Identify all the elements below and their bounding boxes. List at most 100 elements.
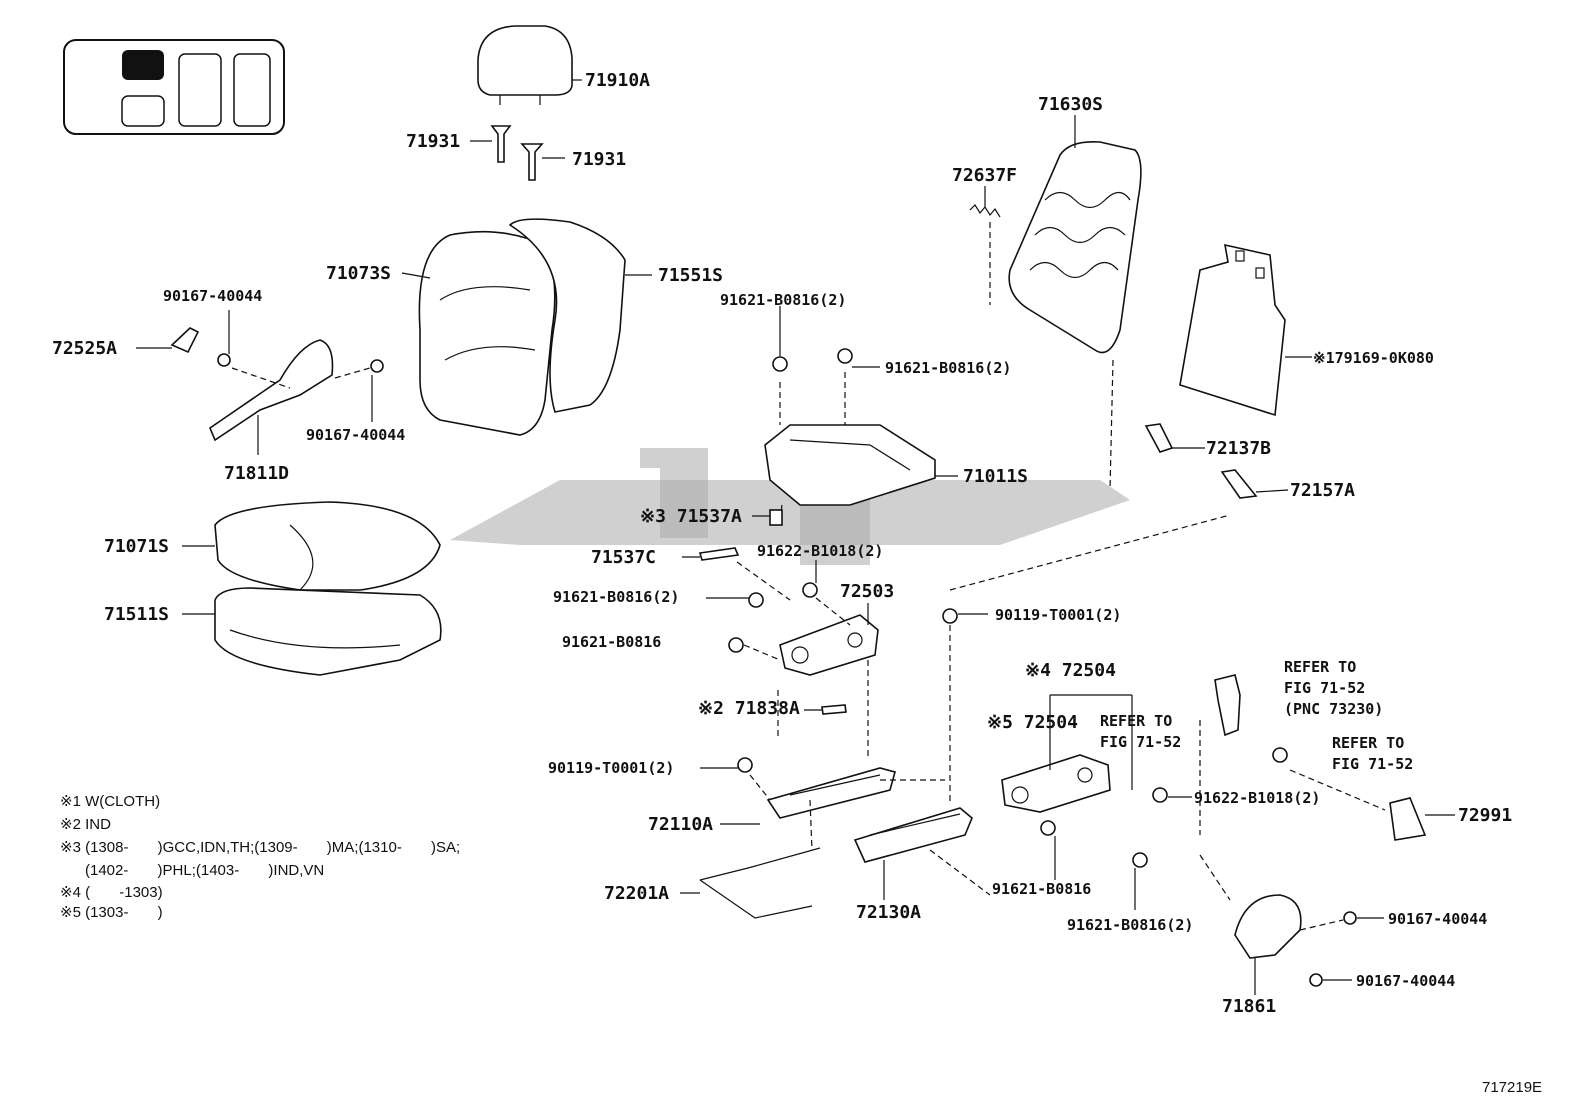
refer-note-buckle: REFER TO FIG 71-52 (PNC 73230): [1284, 658, 1383, 718]
label-90167-a: 90167-40044: [163, 287, 262, 305]
adjuster-72504: [1001, 694, 1201, 835]
label-71537C: [682, 547, 791, 601]
refer-note-anchor: REFER TO FIG 71-52: [1332, 734, 1413, 773]
seat-cushion-cover: [182, 501, 441, 591]
refer-line: FIG 71-52: [1332, 755, 1413, 773]
label-71073S: 71073S: [326, 263, 391, 284]
footnote: (1402- )PHL;(1403- )IND,VN: [60, 862, 324, 879]
label-90167-d: 90167-40044: [1356, 972, 1455, 990]
label-90167-b: 90167-40044: [306, 426, 405, 444]
screw-90167-a: [217, 310, 291, 389]
bolt-91621-top-left: [772, 306, 788, 372]
label-90119-a: 90119-T0001(2): [995, 606, 1121, 624]
headrest-guide-right: [520, 143, 565, 181]
label-91621-d: 91621-B0816: [562, 633, 661, 651]
label-72201A: 72201A: [604, 883, 669, 904]
label-71011S: 71011S: [963, 466, 1028, 487]
label-71861: 71861: [1222, 996, 1276, 1017]
label-79169: ※179169-0K080: [1313, 349, 1434, 367]
label-71630S: 71630S: [1038, 94, 1103, 115]
seatback-cover: [401, 230, 556, 436]
bolt-91622-a: [802, 560, 851, 626]
label-91621-c: 91621-B0816(2): [553, 588, 679, 606]
label-72525A: 72525A: [52, 338, 117, 359]
footnote: ※5 (1303- ): [60, 904, 163, 921]
seat-track-72110A: [720, 767, 896, 851]
label-71931-a: 71931: [406, 131, 460, 152]
footnote: ※1 W(CLOTH): [60, 793, 160, 810]
label-71537A: [752, 509, 783, 526]
seat-position-key: [63, 39, 285, 135]
label-72637F: 72637F: [952, 165, 1017, 186]
shield-71861: [1234, 894, 1302, 995]
footnote: ※4 ( -1303): [60, 884, 163, 901]
refer-line: FIG 71-52: [1284, 679, 1365, 697]
footnote: ※2 IND: [60, 816, 111, 833]
label-72130A: 72130A: [856, 902, 921, 923]
label-71931-b: 71931: [572, 149, 626, 170]
wire-72201A: [680, 847, 821, 919]
headrest: [477, 25, 582, 105]
refer-line: REFER TO: [1100, 712, 1172, 730]
clip-72157A: [1220, 469, 1289, 499]
refer-note-adjuster: REFER TO FIG 71-52: [1100, 712, 1181, 751]
bolt-91621-f: [1132, 852, 1148, 910]
seatback-frame: [1008, 115, 1142, 491]
label-72504-b: ※5 72504: [987, 712, 1078, 733]
label-72157A: 72157A: [1290, 480, 1355, 501]
diagram-id: 717219E: [1482, 1079, 1542, 1096]
refer-line: FIG 71-52: [1100, 733, 1181, 751]
seat-cushion-frame: [764, 372, 958, 521]
seat-cushion-pad: [182, 587, 442, 676]
label-91621-a: 91621-B0816(2): [720, 291, 846, 309]
label-72110A: 72110A: [648, 814, 713, 835]
bolt-90119-a: [942, 608, 988, 805]
spring-72637F: [969, 186, 1001, 305]
bolt-91621-d: [728, 637, 781, 661]
refer-line: (PNC 73230): [1284, 700, 1383, 718]
label-71537C: 71537C: [591, 547, 656, 568]
headrest-guide-left: [470, 125, 512, 163]
label-71537A: ※3 71537A: [640, 506, 742, 527]
adjuster-72503: [779, 603, 879, 676]
bolt-90119-b: [700, 757, 771, 801]
label-91621-b: 91621-B0816(2): [885, 359, 1011, 377]
screw-90167-d: [1309, 973, 1352, 987]
refer-line: REFER TO: [1284, 658, 1356, 676]
refer-line: REFER TO: [1332, 734, 1404, 752]
footnote: ※3 (1308- )GCC,IDN,TH;(1309- )MA;(1310- …: [60, 839, 460, 856]
label-72503: 72503: [840, 581, 894, 602]
seat-belt-buckle: [1199, 674, 1386, 901]
label-90119-b: 90119-T0001(2): [548, 759, 674, 777]
label-91621-f: 91621-B0816(2): [1067, 916, 1193, 934]
label-91622-a: 91622-B1018(2): [757, 542, 883, 560]
label-71071S: 71071S: [104, 536, 169, 557]
label-71838A: [777, 660, 869, 760]
label-72504-a: ※4 72504: [1025, 660, 1116, 681]
label-71551S: 71551S: [658, 265, 723, 286]
bolt-91622-b: [1152, 787, 1192, 803]
screw-90167-b: [334, 359, 384, 422]
bolt-91621-top-right: [837, 348, 880, 368]
dash-connector: [949, 514, 1231, 591]
label-71511S: 71511S: [104, 604, 169, 625]
lever-cover: [136, 327, 200, 354]
seatback-pad: [508, 218, 652, 413]
screw-90167-c: [1299, 911, 1384, 931]
label-71838A: ※2 71838A: [698, 698, 800, 719]
side-shield: [209, 339, 334, 455]
seat-track-72130A: [853, 779, 991, 900]
cover-72991: [1389, 797, 1455, 841]
clip-72137B: [1144, 423, 1205, 453]
label-71811D: 71811D: [224, 463, 289, 484]
bolt-91621-e: [1040, 820, 1056, 880]
label-91621-e: 91621-B0816: [992, 880, 1091, 898]
label-72991: 72991: [1458, 805, 1512, 826]
label-72137B: 72137B: [1206, 438, 1271, 459]
seatback-board: [1179, 243, 1312, 417]
label-71910A: 71910A: [585, 70, 650, 91]
label-90167-c: 90167-40044: [1388, 910, 1487, 928]
label-91622-b: 91622-B1018(2): [1194, 789, 1320, 807]
footnotes: ※1 W(CLOTH) ※2 IND ※3 (1308- )GCC,IDN,TH…: [60, 793, 460, 921]
